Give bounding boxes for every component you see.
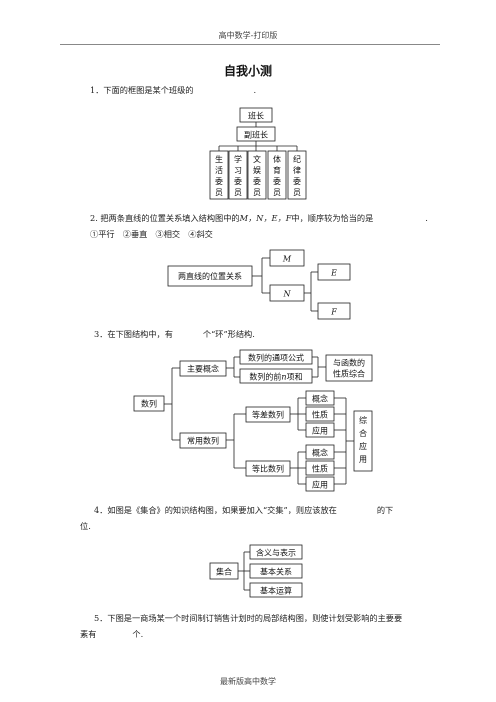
common-sequences-box xyxy=(179,432,227,449)
leaf-char: 育 xyxy=(273,165,281,175)
question-2-tail: . xyxy=(425,213,428,223)
sub-item-label: 概念 xyxy=(312,394,328,404)
leaf-box xyxy=(247,150,267,200)
partial-sum-box xyxy=(239,368,313,384)
function-synthesis-line1: 与函数的 xyxy=(333,358,365,368)
common-sequences-label: 常用数列 xyxy=(187,436,219,446)
m-label: M xyxy=(282,255,292,264)
question-5-text: 素有 xyxy=(80,629,97,639)
general-term-label: 数列的通项公式 xyxy=(248,353,304,363)
set-item-box xyxy=(249,563,303,579)
leaf-box xyxy=(287,150,307,200)
function-synthesis-line2: 性质综合 xyxy=(333,369,365,379)
leaf-char: 员 xyxy=(234,188,242,197)
geometric-box xyxy=(245,460,291,477)
function-synthesis-box xyxy=(325,354,373,382)
leaf-char: 委 xyxy=(273,176,281,186)
m-box xyxy=(269,249,305,267)
set-structure-chart: 集合 含义与表示 基本关系 基本运算 xyxy=(209,544,303,598)
leaf-char: 纪 xyxy=(293,154,301,164)
arithmetic-label: 等差数列 xyxy=(252,410,284,420)
leaf-char: 习 xyxy=(234,166,242,175)
e-label: E xyxy=(330,269,337,278)
leaf-char: 委 xyxy=(215,176,223,186)
sub-item-label: 性质 xyxy=(312,464,328,474)
page-header: 高中数学-打印版 xyxy=(218,31,278,40)
relation-root-label: 两直线的位置关系 xyxy=(178,271,242,281)
header-divider xyxy=(60,44,440,45)
question-1: 1．下面的框图是某个班级的. xyxy=(90,84,256,97)
monitor-label: 班长 xyxy=(248,111,264,121)
question-3-text2: 个“环”形结构. xyxy=(202,329,255,339)
leaf-char: 娱 xyxy=(253,166,261,175)
sub-item-label: 应用 xyxy=(312,426,328,436)
leaf-char: 律 xyxy=(293,165,301,175)
set-item-label: 含义与表示 xyxy=(256,548,296,558)
geometric-label: 等比数列 xyxy=(252,464,284,474)
f-box xyxy=(317,302,351,320)
leaf-char: 活 xyxy=(215,165,223,175)
question-5-line1: 5．下图是一商场某一个时间制订销售计划时的局部结构图，则使计划受影响的主要要 xyxy=(94,613,403,623)
combined-application-char: 应 xyxy=(359,441,367,451)
question-4-line2: 位. xyxy=(80,521,91,531)
leaf-box xyxy=(209,150,229,200)
sequence-structure-chart: 数列 主要概念 数列的通项公式 数列的前n项和 与函数的 性质综合 常用数列 等… xyxy=(133,349,373,492)
set-item-box xyxy=(249,582,303,598)
question-1-text: 1．下面的框图是某个班级的 xyxy=(90,85,194,95)
leaf-char: 委 xyxy=(234,176,242,186)
sequence-root-box xyxy=(133,395,165,412)
f-label: F xyxy=(330,308,337,317)
n-label: N xyxy=(283,290,292,299)
sub-item-label: 性质 xyxy=(312,410,328,420)
leaf-char: 员 xyxy=(215,188,223,197)
question-2-text: 2. 把两条直线的位置关系填入结构图中的 xyxy=(90,213,240,223)
sub-item-label: 应用 xyxy=(312,480,328,490)
question-3: 3．在下图结构中，有 个“环”形结构. xyxy=(94,328,255,341)
combined-application-char: 用 xyxy=(359,455,367,464)
question-2-text2: 中，顺序较为恰当的是 xyxy=(291,213,374,223)
leaf-char: 生 xyxy=(215,154,223,164)
leaf-char: 委 xyxy=(253,176,261,186)
leaf-char: 员 xyxy=(293,188,301,197)
combined-application-box xyxy=(353,410,373,472)
question-4-text: 4．如图是《集合》的知识结构图，如果要加入“交集”，则应该放在 xyxy=(94,505,337,515)
question-2: 2. 把两条直线的位置关系填入结构图中的M，N，E，F中，顺序较为恰当的是. xyxy=(90,212,428,225)
e-box xyxy=(317,263,351,281)
line-relation-chart: 两直线的位置关系 M N E F xyxy=(167,249,351,320)
question-5-text2: 个. xyxy=(132,629,144,639)
page-title: 自我小测 xyxy=(223,64,272,78)
set-item-label: 基本关系 xyxy=(260,567,292,577)
partial-sum-label: 数列的前n项和 xyxy=(249,372,302,382)
leaf-box xyxy=(267,150,287,200)
leaf-char: 委 xyxy=(293,176,301,186)
leaf-char: 学 xyxy=(234,154,242,164)
set-item-box xyxy=(249,544,303,560)
question-2-letters: M，N，E，F xyxy=(239,213,292,223)
question-1-tail: . xyxy=(253,85,257,95)
combined-application-char: 合 xyxy=(359,428,367,438)
leaf-char: 文 xyxy=(253,154,261,164)
leaf-char: 体 xyxy=(273,154,281,164)
set-root-label: 集合 xyxy=(216,567,232,577)
main-concept-label: 主要概念 xyxy=(187,364,219,374)
set-item-label: 基本运算 xyxy=(260,586,292,596)
leaf-char: 员 xyxy=(253,188,261,197)
question-3-text: 3．在下图结构中，有 xyxy=(94,329,173,339)
question-2-options: ①平行 ②垂直 ③相交 ④斜交 xyxy=(90,229,213,239)
page-footer: 最新版高中数学 xyxy=(220,677,276,686)
sequence-root-label: 数列 xyxy=(141,399,157,409)
leaf-box xyxy=(228,150,248,200)
question-5-line2: 素有 个. xyxy=(80,628,143,641)
vice-monitor-label: 副班长 xyxy=(244,130,268,140)
question-4-line1: 4．如图是《集合》的知识结构图，如果要加入“交集”，则应该放在 的下 xyxy=(94,504,393,517)
main-concept-box xyxy=(179,360,227,377)
sub-item-label: 概念 xyxy=(312,448,328,458)
arithmetic-box xyxy=(245,406,291,423)
leaf-char: 员 xyxy=(273,188,281,197)
question-4-tail: 的下 xyxy=(376,505,394,515)
combined-application-char: 综 xyxy=(359,415,367,425)
